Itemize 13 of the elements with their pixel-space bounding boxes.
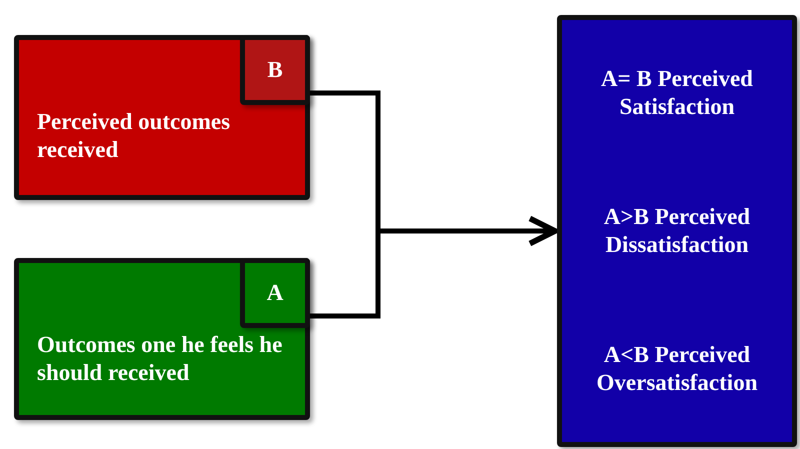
result-panel [557,15,797,447]
connector-arrow [310,216,558,318]
result-text: A>B Perceived Dissatisfaction [602,203,752,259]
result-text: A= B Perceived Satisfaction [600,65,754,121]
result-text: A<B Perceived Oversatisfaction [596,341,758,397]
outcome-box [14,258,310,420]
box-label: A [266,279,284,307]
box-label: Perceived outcomes received [37,108,232,164]
box-label: Outcomes one he feels he should received [37,331,284,386]
outcome-box [14,35,310,200]
box-label: B [267,56,283,84]
letter-tag [240,258,310,328]
letter-tag [240,35,310,105]
